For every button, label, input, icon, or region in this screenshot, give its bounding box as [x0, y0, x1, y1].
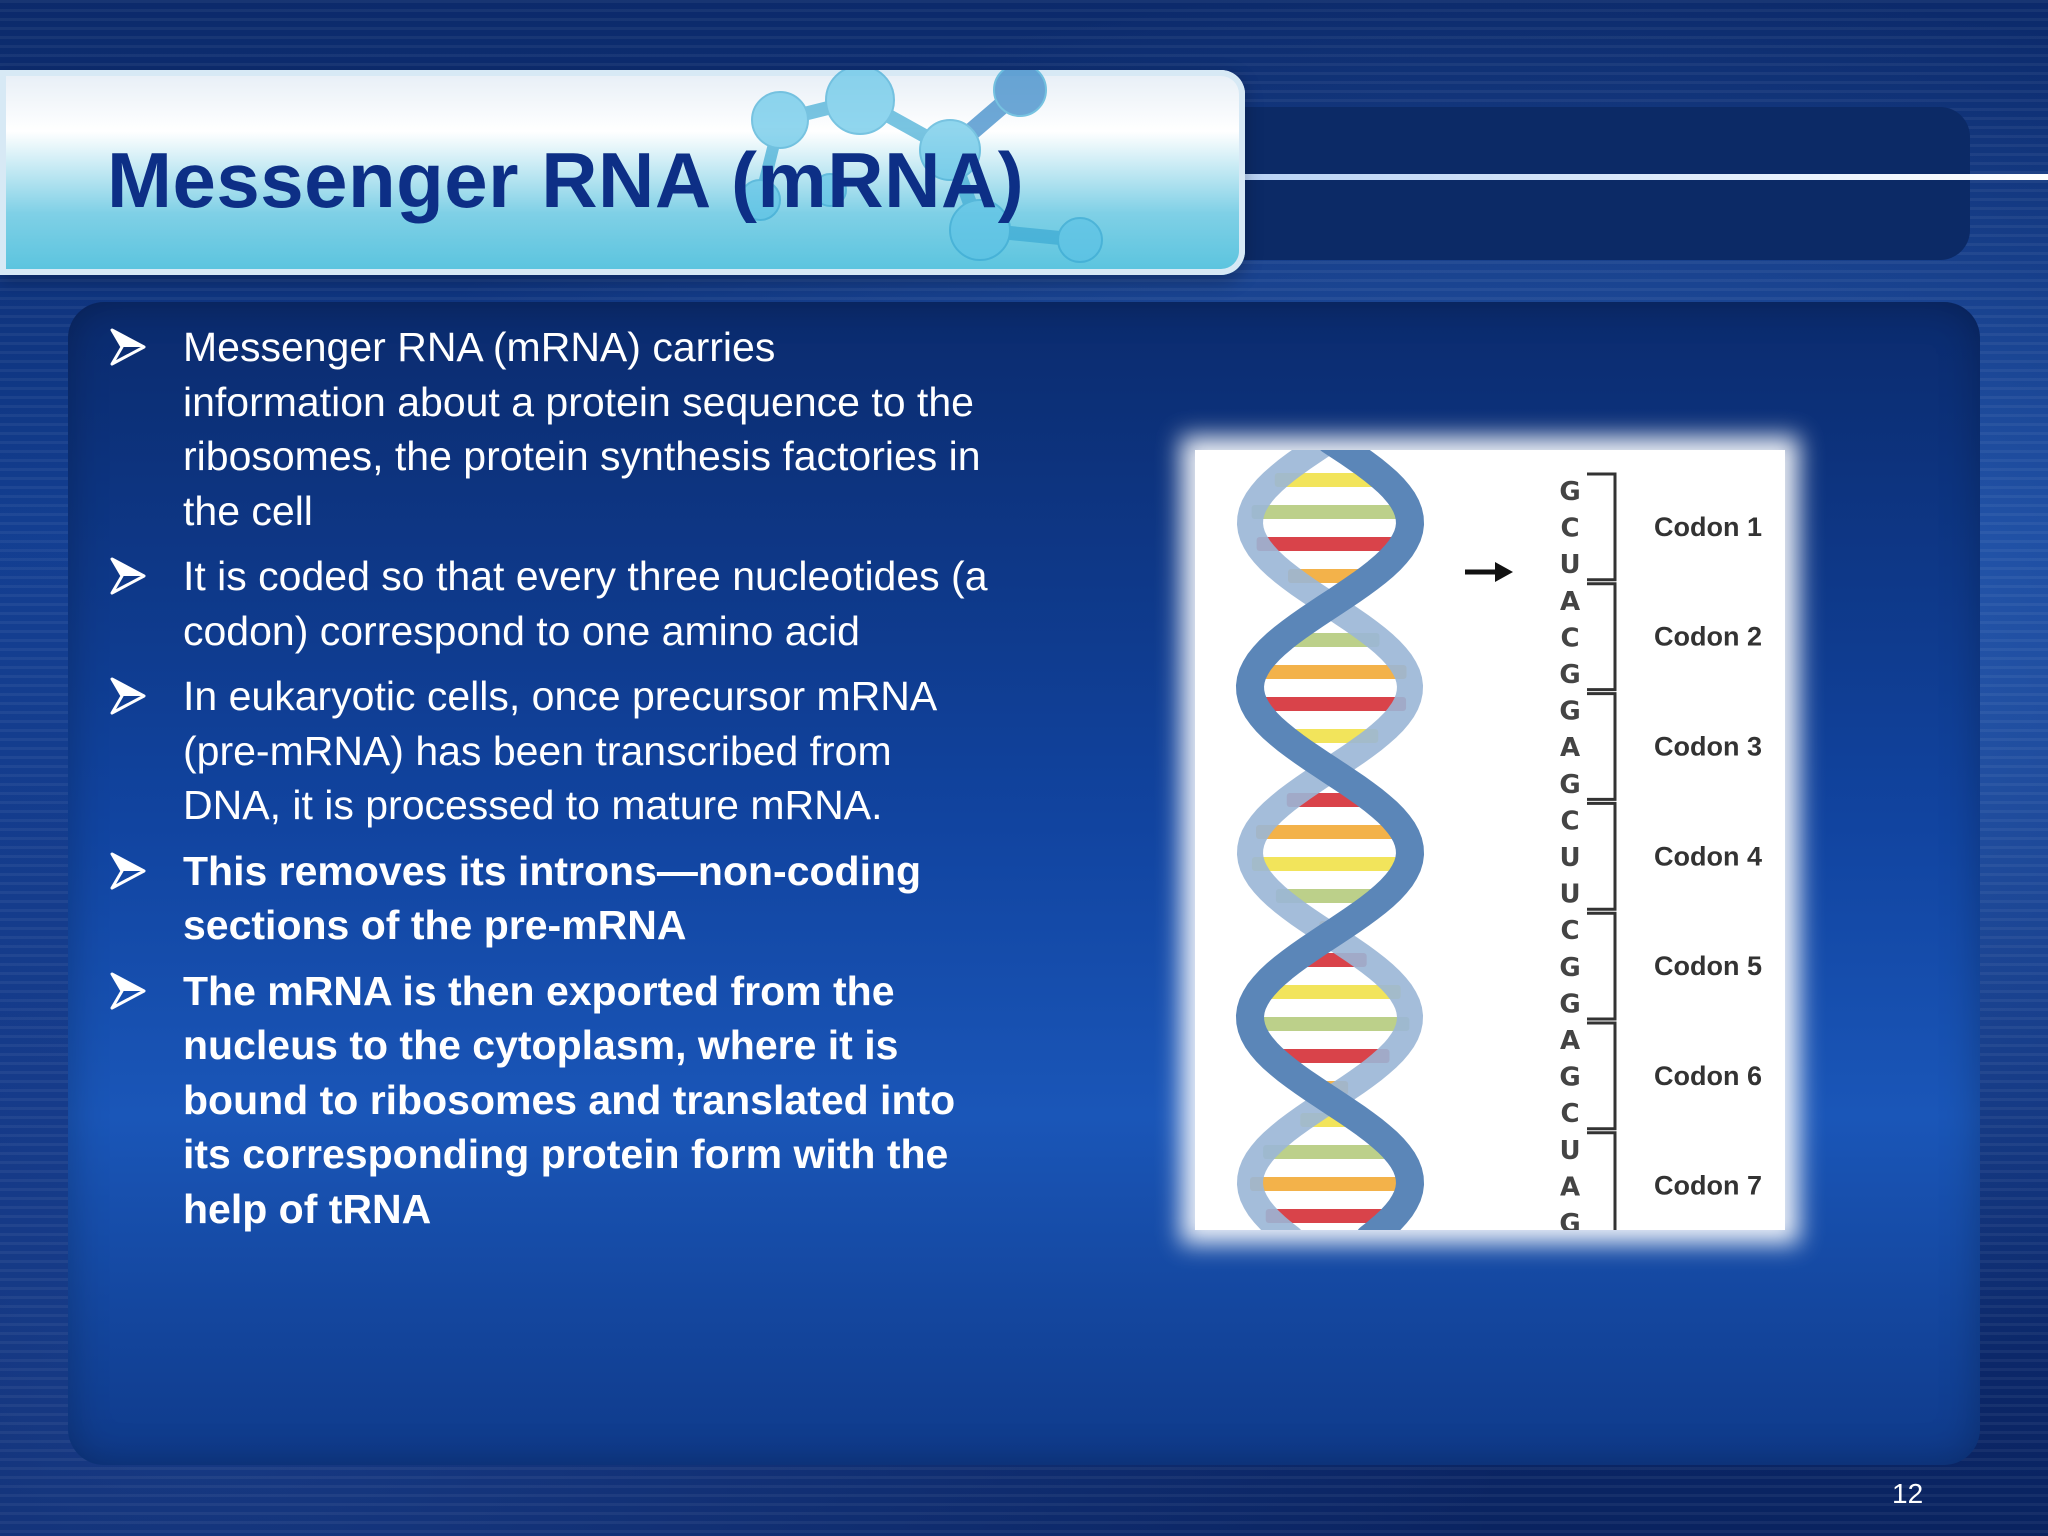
arrowhead-bullet-icon: [110, 328, 146, 366]
base-pair-rung: [1250, 1017, 1410, 1031]
nucleotide-letter: A: [1560, 733, 1580, 763]
bullet-item: It is coded so that every three nucleoti…: [108, 549, 988, 658]
base-pair-rung: [1256, 537, 1404, 551]
bullet-text: This removes its introns—non-coding sect…: [183, 847, 922, 949]
nucleotide-letter: U: [1559, 550, 1580, 580]
nucleotide-letter: G: [1559, 477, 1580, 507]
molecule-decoration: [739, 70, 1103, 263]
codon-bracket: [1587, 692, 1617, 801]
nucleotide-letter: G: [1559, 770, 1580, 800]
nucleotide-letter: C: [1560, 1099, 1579, 1129]
header-bar: [1200, 107, 1970, 260]
nucleotide-letter: C: [1560, 916, 1579, 946]
base-pair-rung: [1274, 473, 1386, 487]
nucleotide-letter: G: [1559, 1063, 1580, 1093]
bullet-item: In eukaryotic cells, once precursor mRNA…: [108, 669, 988, 833]
codon-bracket: [1587, 911, 1617, 1021]
base-pair-rung: [1270, 1049, 1390, 1063]
page-number: 12: [1892, 1478, 1924, 1509]
codon-label: Codon 3: [1654, 732, 1762, 762]
nucleotide-letter: G: [1559, 697, 1580, 727]
codon-label: Codon 1: [1654, 512, 1762, 542]
bullet-item: The mRNA is then exported from the nucle…: [108, 964, 988, 1237]
title-banner: [0, 70, 1245, 275]
bullet-list: Messenger RNA (mRNA) carries information…: [108, 320, 988, 1247]
bullet-text: In eukaryotic cells, once precursor mRNA…: [183, 673, 935, 828]
bullet-text: Messenger RNA (mRNA) carries information…: [183, 324, 981, 534]
codon-label: Codon 4: [1654, 841, 1762, 871]
base-pair-rung: [1251, 857, 1409, 871]
base-pair-rung: [1275, 889, 1385, 903]
base-pair-rung: [1259, 985, 1401, 999]
base-pair-rung: [1265, 1209, 1395, 1223]
codon-label: Codon 6: [1654, 1061, 1762, 1091]
nucleotide-letter: A: [1560, 1026, 1580, 1056]
nucleotide-letter: U: [1559, 1136, 1580, 1166]
base-pair-rung: [1263, 1145, 1397, 1159]
codon-bracket: [1587, 801, 1617, 911]
header-line: [1245, 174, 2048, 180]
arrowhead-bullet-icon: [110, 852, 146, 889]
base-pair-rung: [1250, 1177, 1410, 1191]
nucleotide-letter: A: [1560, 587, 1580, 617]
codon-label: Codon 7: [1654, 1171, 1762, 1201]
nucleotide-letter: G: [1559, 989, 1580, 1019]
nucleotide-letter: G: [1559, 660, 1580, 690]
codon-bracket: [1587, 582, 1617, 692]
codon-bracket: [1587, 1131, 1617, 1230]
bullet-item: This removes its introns—non-coding sect…: [108, 844, 988, 953]
base-pair-rung: [1256, 825, 1404, 839]
bullet-text: The mRNA is then exported from the nucle…: [183, 967, 956, 1232]
bullet-text: It is coded so that every three nucleoti…: [183, 553, 988, 654]
codon-label: Codon 2: [1654, 622, 1762, 652]
base-pair-rung: [1251, 505, 1409, 519]
codon-labels: Codon 1 Codon 2 Codon 3 Codon 4 Codon 5 Codon…: [1587, 472, 1762, 1230]
base-pair-rung: [1253, 697, 1407, 711]
base-pair-rung: [1253, 665, 1407, 679]
nucleotide-letter: U: [1559, 843, 1580, 873]
codon-bracket: [1587, 1021, 1617, 1131]
codon-label: Codon 5: [1654, 951, 1762, 981]
arrowhead-bullet-icon: [110, 972, 146, 1009]
nucleotide-letter: C: [1560, 623, 1579, 653]
helix-strand-front: [1235, 450, 1425, 1230]
nucleotide-letter: U: [1559, 880, 1580, 910]
nucleotide-letter: A: [1560, 1172, 1580, 1202]
right-arrow-icon: [1465, 562, 1513, 582]
nucleotide-letter: C: [1560, 806, 1579, 836]
bullet-item: Messenger RNA (mRNA) carries information…: [108, 320, 988, 538]
nucleotide-letter: G: [1559, 1209, 1580, 1230]
nucleotide-letter: C: [1560, 514, 1579, 544]
slide-title: Messenger RNA (mRNA): [107, 136, 1025, 224]
nucleotide-letter: G: [1559, 953, 1580, 983]
arrowhead-bullet-icon: [110, 557, 146, 595]
arrowhead-bullet-icon: [110, 677, 146, 715]
codon-bracket: [1587, 472, 1617, 582]
